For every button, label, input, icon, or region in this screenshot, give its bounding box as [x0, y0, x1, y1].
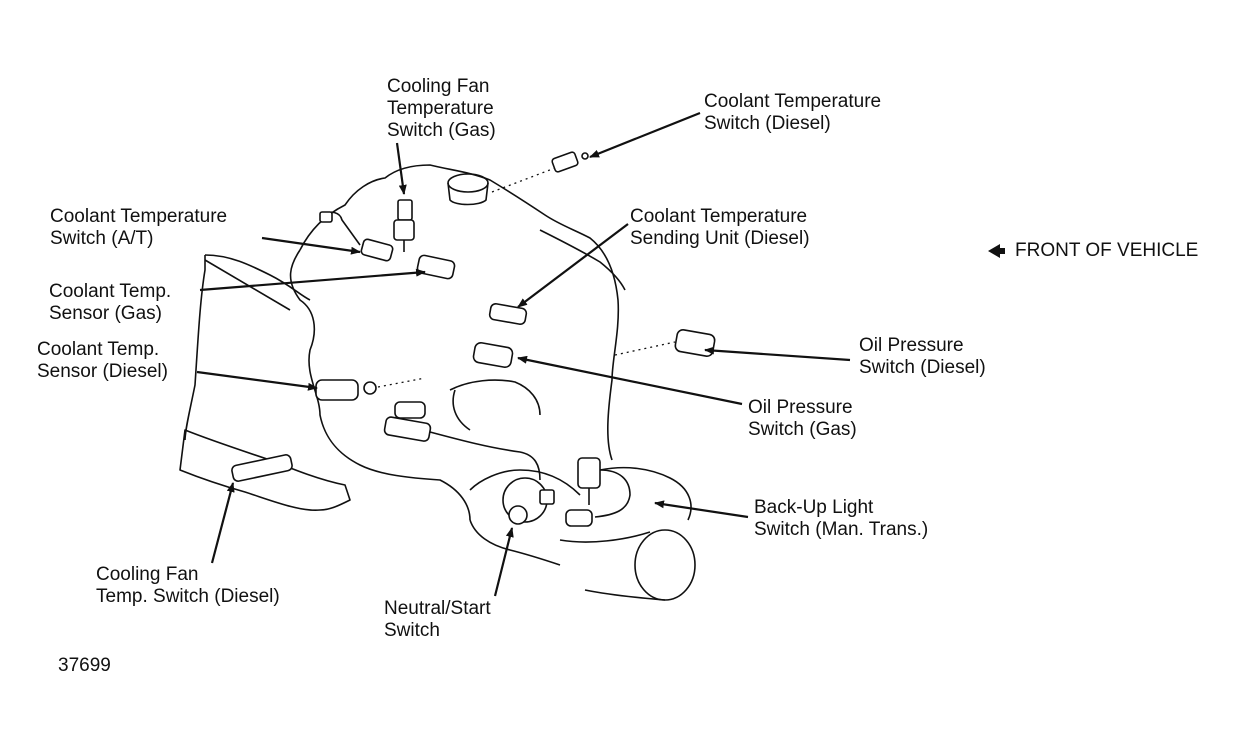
arrow-coolant-temp-switch-diesel — [589, 111, 701, 159]
label-backup-light-switch: Back-Up Light Switch (Man. Trans.) — [754, 497, 929, 540]
backup-light-switch-part — [565, 457, 631, 527]
coolant-temp-sensor-gas-part — [416, 254, 456, 280]
arrow-cooling-fan-temp-switch-gas — [395, 142, 407, 195]
arrow-coolant-temp-switch-at — [261, 236, 361, 255]
coolant-temp-switch-at-part — [319, 211, 394, 262]
arrow-coolant-temp-sending-unit-diesel — [517, 223, 629, 308]
oil-pressure-switch-diesel-part — [674, 329, 716, 357]
label-oil-pressure-switch-gas: Oil Pressure Switch (Gas) — [748, 397, 857, 440]
front-arrow-icon — [988, 244, 1005, 258]
arrow-oil-pressure-switch-gas — [517, 355, 743, 406]
front-of-vehicle-label: FRONT OF VEHICLE — [1015, 240, 1199, 261]
label-coolant-temp-sensor-gas: Coolant Temp. Sensor (Gas) — [49, 281, 172, 324]
sensor-components — [231, 151, 716, 527]
oil-pressure-switch-gas-part — [472, 342, 514, 368]
label-coolant-temp-sending-unit-diesel: Coolant Temperature Sending Unit (Diesel… — [630, 206, 810, 249]
callout-arrows — [196, 111, 851, 597]
label-oil-pressure-switch-diesel: Oil Pressure Switch (Diesel) — [859, 335, 986, 378]
label-neutral-start-switch: Neutral/Start Switch — [384, 598, 491, 641]
label-coolant-temp-switch-at: Coolant Temperature Switch (A/T) — [50, 206, 228, 249]
arrow-coolant-temp-sensor-diesel — [196, 370, 318, 391]
label-coolant-temp-switch-diesel: Coolant Temperature Switch (Diesel) — [704, 91, 882, 134]
label-cooling-fan-temp-switch-diesel: Cooling Fan Temp. Switch (Diesel) — [96, 564, 280, 607]
arrow-cooling-fan-temp-switch-diesel — [210, 482, 235, 564]
cooling-fan-temp-switch-diesel-part — [231, 454, 293, 482]
coolant-temp-sending-unit-diesel-part — [488, 302, 528, 326]
figure-number: 37699 — [58, 655, 111, 676]
dotted-leaders — [377, 167, 676, 388]
label-cooling-fan-temp-switch-gas: Cooling Fan Temperature Switch (Gas) — [387, 76, 496, 141]
cooling-fan-temp-switch-gas-part — [393, 199, 415, 252]
wiring-harness-part — [383, 401, 541, 481]
arrow-oil-pressure-switch-diesel — [704, 346, 851, 362]
coolant-temp-sensor-diesel-part — [315, 379, 377, 401]
coolant-temp-switch-diesel-part — [551, 151, 589, 173]
arrow-backup-light-switch — [654, 500, 749, 519]
neutral-start-switch-part — [502, 477, 555, 525]
label-coolant-temp-sensor-diesel: Coolant Temp. Sensor (Diesel) — [37, 339, 168, 382]
engine-outline — [179, 164, 696, 601]
arrow-coolant-temp-sensor-gas — [199, 268, 426, 292]
arrow-neutral-start-switch — [493, 527, 514, 597]
